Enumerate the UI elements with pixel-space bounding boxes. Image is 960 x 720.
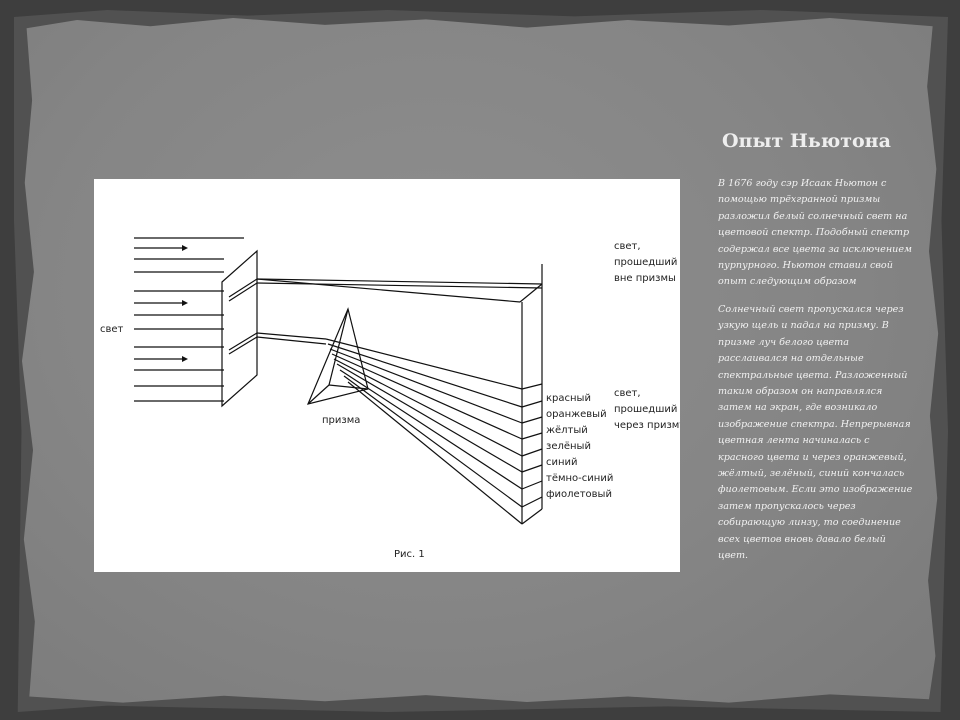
color-label-yellow: жёлтый bbox=[546, 425, 588, 436]
slide-title: Опыт Ньютона bbox=[722, 130, 891, 152]
experiment-paragraph: Солнечный свет пропускался через узкую щ… bbox=[718, 304, 913, 562]
label-outside-line-3: вне призмы bbox=[614, 273, 676, 284]
color-label-dark-blue: тёмно-синий bbox=[546, 473, 613, 484]
label-outside-line-1: свет, bbox=[614, 241, 641, 252]
color-label-green: зелёный bbox=[546, 441, 591, 452]
intro-paragraph: В 1676 году сэр Исаак Ньютон с помощью т… bbox=[718, 178, 912, 288]
label-light: свет bbox=[100, 324, 124, 335]
label-through-line-1: свет, bbox=[614, 388, 641, 399]
figure-caption: Рис. 1 bbox=[394, 549, 425, 560]
color-label-red: красный bbox=[546, 393, 591, 404]
label-through-line-3: через призму bbox=[614, 420, 680, 431]
label-prism: призма bbox=[322, 415, 360, 426]
prism-diagram: свет призма свет, прошедший вне призмы с… bbox=[100, 237, 680, 560]
color-label-orange: оранжевый bbox=[546, 409, 607, 420]
label-outside-line-2: прошедший bbox=[614, 257, 677, 268]
color-label-violet: фиолетовый bbox=[546, 489, 612, 500]
label-through-line-2: прошедший bbox=[614, 404, 677, 415]
color-label-blue: синий bbox=[546, 457, 578, 468]
newton-prism-figure: свет призма свет, прошедший вне призмы с… bbox=[94, 179, 680, 572]
